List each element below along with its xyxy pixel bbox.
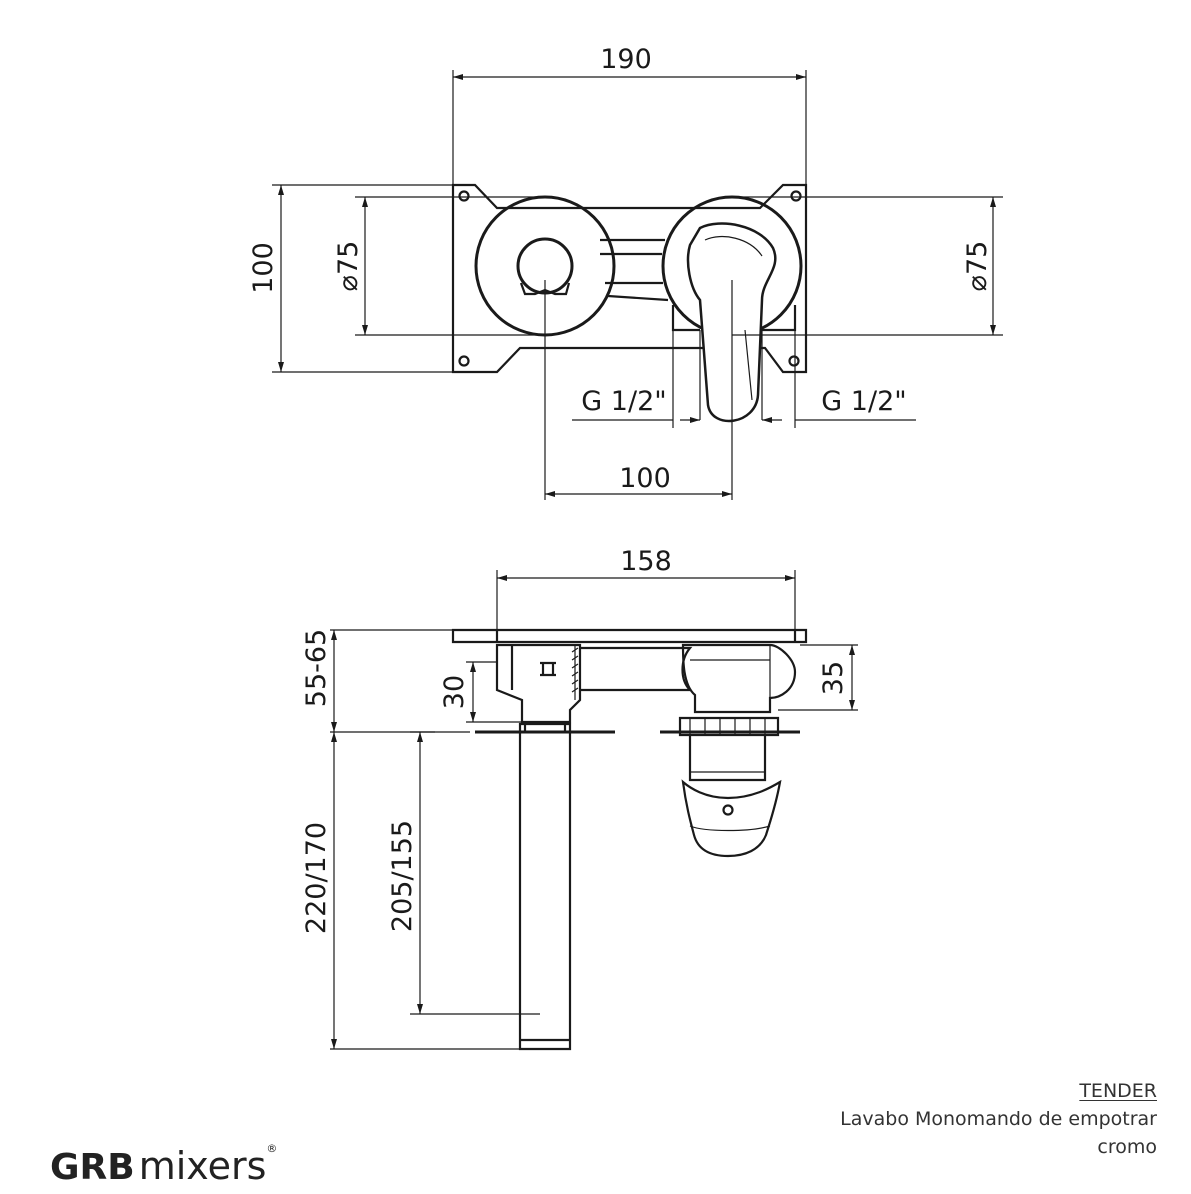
spout-neck: [688, 735, 767, 782]
knurl: [571, 645, 579, 700]
model-name: TENDER: [1079, 1080, 1157, 1102]
dim-total-length: 220/170: [301, 822, 332, 934]
side-view: 158 55-65 30 35 220/170 205/155: [301, 546, 858, 1051]
spout-head: [681, 779, 782, 858]
dim-depth-158: 158: [620, 546, 672, 577]
product-description: Lavabo Monomando de empotrar: [840, 1108, 1157, 1130]
side-top-plate: [451, 628, 808, 644]
dim-wall-range: 55-65: [301, 629, 332, 707]
dim-thread-right: G 1/2": [821, 386, 906, 417]
valve-body-detail: [510, 645, 556, 690]
dim-width-190: 190: [600, 44, 652, 75]
dim-height-100: 100: [248, 242, 279, 294]
mounting-holes: [458, 190, 802, 367]
dim-spout-height-35: 35: [818, 661, 849, 695]
spout-collar-ring: [678, 716, 780, 737]
brand-part1: GRB: [50, 1147, 135, 1188]
connector-tube: [580, 646, 693, 692]
title-block: TENDER Lavabo Monomando de empotrar crom…: [840, 1077, 1157, 1161]
aerator: [722, 804, 734, 816]
dim-diameter-left: ⌀75: [333, 241, 364, 292]
spout-head-inner: [689, 825, 771, 832]
spout-collar-knurl: [689, 718, 766, 735]
product-finish: cromo: [1097, 1136, 1157, 1158]
connecting-bar: [600, 238, 669, 302]
registered-mark: ®: [266, 1142, 278, 1155]
spout-side-edge: [690, 645, 771, 712]
brand-part2: mixers: [138, 1144, 267, 1188]
dim-thread-left: G 1/2": [581, 386, 666, 417]
spout-inner: [704, 235, 763, 401]
dim-body-offset-30: 30: [439, 675, 470, 709]
supply-pipe: [518, 722, 572, 1051]
dim-diameter-right: ⌀75: [962, 241, 993, 292]
dim-pipe-length: 205/155: [387, 820, 418, 932]
dim-spacing-100: 100: [619, 463, 671, 494]
valve-body: [495, 643, 582, 724]
mounting-plate: [451, 183, 808, 374]
spout-side: [681, 643, 797, 714]
front-view: 190 100 ⌀75 ⌀75 G 1/2" G 1/2" 100: [248, 44, 1003, 500]
